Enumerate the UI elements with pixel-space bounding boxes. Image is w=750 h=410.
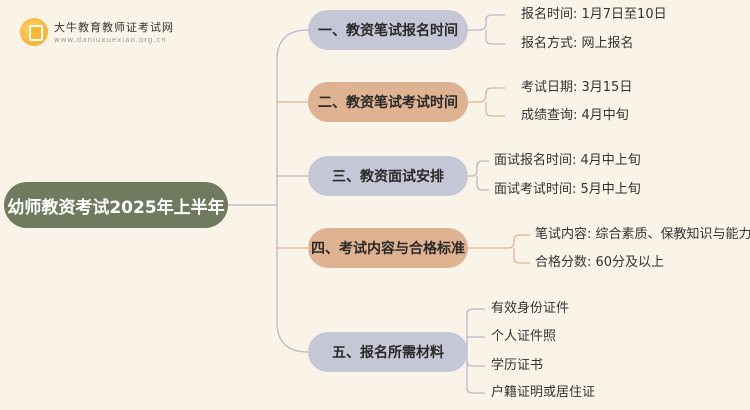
connector-leaves-5 <box>466 308 485 394</box>
leaf-id-document: 有效身份证件 <box>491 301 570 316</box>
leaf-interview-exam-time: 面试考试时间: 5月中上旬 <box>494 182 641 197</box>
logo-title: 大牛教育教师证考试网 <box>54 21 174 34</box>
book-logo-icon <box>20 18 48 46</box>
leaf-interview-registration: 面试报名时间: 4月中上旬 <box>494 153 641 168</box>
connector-leaves-1 <box>468 14 505 45</box>
connector-leaves-2 <box>468 87 505 117</box>
logo: 大牛教育教师证考试网 www.daniuxuexiao.org.cn <box>16 16 226 50</box>
branch-interview-arrangement: 三、教资面试安排 <box>308 156 468 196</box>
leaf-photo: 个人证件照 <box>491 329 557 344</box>
leaf-diploma: 学历证书 <box>491 358 544 373</box>
connector-leaves-4 <box>468 234 530 264</box>
leaf-residence-proof: 户籍证明或居住证 <box>491 385 596 400</box>
logo-url: www.daniuxuexiao.org.cn <box>54 36 167 44</box>
leaf-registration-time: 报名时间: 1月7日至10日 <box>521 7 667 22</box>
branch-required-materials: 五、报名所需材料 <box>308 332 468 372</box>
leaf-exam-date: 考试日期: 3月15日 <box>521 80 633 95</box>
branch-content-standards: 四、考试内容与合格标准 <box>308 228 468 268</box>
connector-leaves-3 <box>468 160 489 191</box>
root-topic: 幼师教资考试2025年上半年 <box>4 182 228 228</box>
leaf-pass-score: 合格分数: 60分及以上 <box>535 255 665 270</box>
branch-written-registration: 一、教资笔试报名时间 <box>308 10 468 50</box>
leaf-registration-method: 报名方式: 网上报名 <box>521 36 634 51</box>
leaf-score-query: 成绩查询: 4月中旬 <box>521 108 629 123</box>
connector-spine <box>276 29 309 353</box>
leaf-written-content: 笔试内容: 综合素质、保教知识与能力 <box>535 227 750 242</box>
branch-written-exam-time: 二、教资笔试考试时间 <box>308 82 468 122</box>
